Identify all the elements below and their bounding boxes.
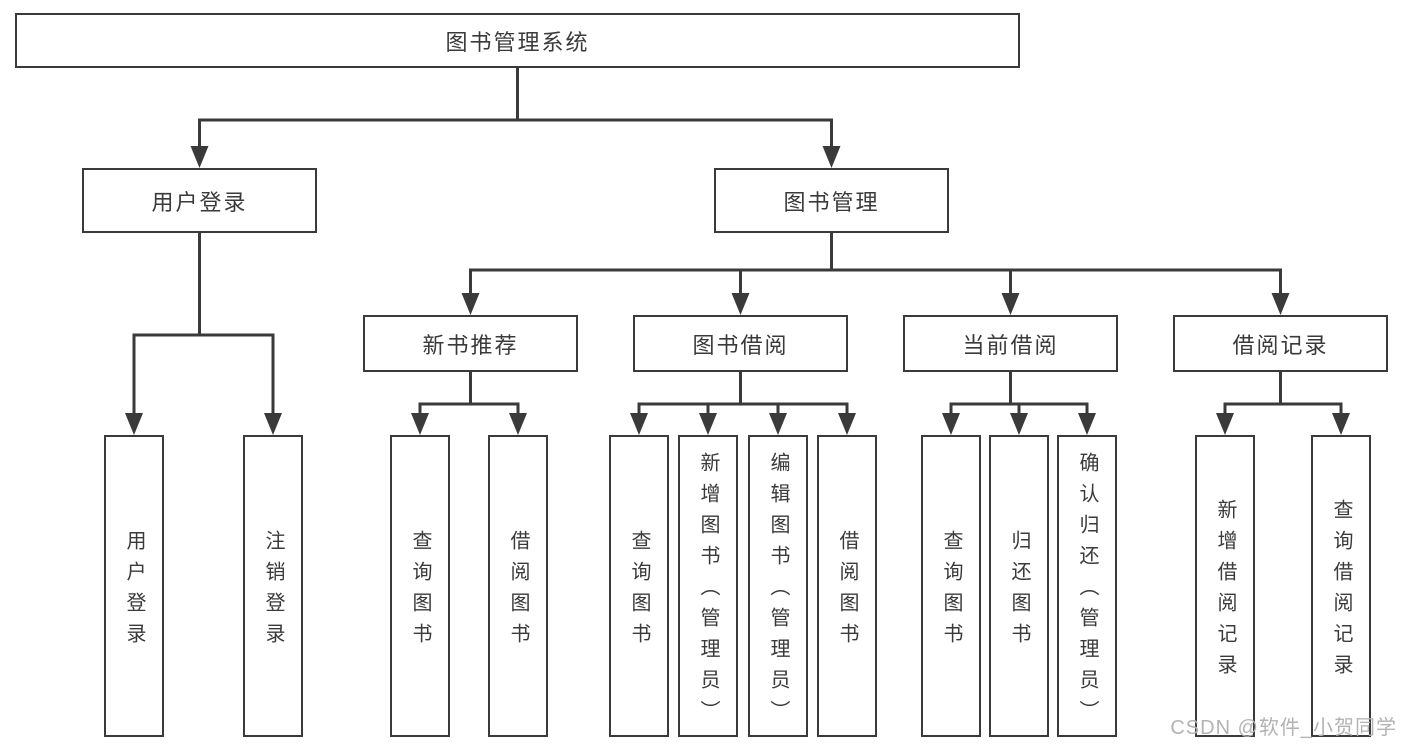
leaf-logout-label: 注销登录 xyxy=(262,529,284,654)
arrowhead-icon xyxy=(1216,413,1234,435)
arrowhead-icon xyxy=(942,413,960,435)
leaf-borrow-edit-books-admin-label: 编辑图书（管理员） xyxy=(767,452,789,731)
arrowhead-icon xyxy=(731,293,750,315)
arrowhead-icon xyxy=(509,413,527,435)
leaf-records-add-record: 新增借阅记录 xyxy=(1195,435,1255,737)
node-root-label: 图书管理系统 xyxy=(445,29,590,55)
node-current-borrowing: 当前借阅 xyxy=(903,315,1118,372)
node-current-borrowing-label: 当前借阅 xyxy=(962,332,1059,358)
node-book-management: 图书管理 xyxy=(714,168,949,233)
leaf-newbook-query-books-label: 查询图书 xyxy=(409,529,431,654)
arrowhead-icon xyxy=(190,146,209,168)
arrowhead-icon xyxy=(838,413,856,435)
arrowhead-icon xyxy=(630,413,648,435)
arrowhead-icon xyxy=(125,413,143,435)
leaf-borrow-add-books-admin: 新增图书（管理员） xyxy=(678,435,738,737)
arrowhead-icon xyxy=(699,413,717,435)
arrowhead-icon xyxy=(1332,413,1350,435)
leaf-records-query-record: 查询借阅记录 xyxy=(1311,435,1371,737)
node-new-book-recommend: 新书推荐 xyxy=(363,315,578,372)
arrowhead-icon xyxy=(1271,293,1290,315)
leaf-records-query-record-label: 查询借阅记录 xyxy=(1330,498,1352,685)
arrowhead-icon xyxy=(461,293,480,315)
leaf-user-login-label: 用户登录 xyxy=(123,529,145,654)
node-borrowing-records: 借阅记录 xyxy=(1173,315,1388,372)
leaf-current-confirm-return-admin-label: 确认归还（管理员） xyxy=(1076,452,1098,731)
arrowhead-icon xyxy=(1001,293,1020,315)
node-root: 图书管理系统 xyxy=(15,13,1020,68)
leaf-current-return-books-label: 归还图书 xyxy=(1008,529,1030,654)
leaf-newbook-borrow-books: 借阅图书 xyxy=(488,435,548,737)
node-book-borrowing-label: 图书借阅 xyxy=(692,332,789,358)
leaf-current-return-books: 归还图书 xyxy=(989,435,1049,737)
node-borrowing-records-label: 借阅记录 xyxy=(1232,332,1329,358)
arrowhead-icon xyxy=(411,413,429,435)
leaf-current-confirm-return-admin: 确认归还（管理员） xyxy=(1057,435,1117,737)
node-new-book-recommend-label: 新书推荐 xyxy=(422,332,519,358)
leaf-borrow-query-books-label: 查询图书 xyxy=(628,529,650,654)
leaf-borrow-borrow-books-label: 借阅图书 xyxy=(836,529,858,654)
leaf-borrow-query-books: 查询图书 xyxy=(609,435,669,737)
node-book-borrowing: 图书借阅 xyxy=(633,315,848,372)
arrowhead-icon xyxy=(769,413,787,435)
leaf-borrow-borrow-books: 借阅图书 xyxy=(817,435,877,737)
leaf-newbook-query-books: 查询图书 xyxy=(390,435,450,737)
leaf-newbook-borrow-books-label: 借阅图书 xyxy=(507,529,529,654)
node-user-login: 用户登录 xyxy=(82,168,317,233)
leaf-current-query-books: 查询图书 xyxy=(921,435,981,737)
leaf-current-query-books-label: 查询图书 xyxy=(940,529,962,654)
leaf-borrow-edit-books-admin: 编辑图书（管理员） xyxy=(748,435,808,737)
leaf-records-add-record-label: 新增借阅记录 xyxy=(1214,498,1236,685)
arrowhead-icon xyxy=(822,146,841,168)
arrowhead-icon xyxy=(1010,413,1028,435)
leaf-user-login: 用户登录 xyxy=(104,435,164,737)
leaf-borrow-add-books-admin-label: 新增图书（管理员） xyxy=(697,452,719,731)
leaf-logout: 注销登录 xyxy=(243,435,303,737)
watermark: CSDN @软件_小贺同学 xyxy=(1170,717,1397,739)
arrowhead-icon xyxy=(264,413,282,435)
node-user-login-label: 用户登录 xyxy=(151,189,248,215)
node-book-management-label: 图书管理 xyxy=(783,189,880,215)
arrowhead-icon xyxy=(1078,413,1096,435)
